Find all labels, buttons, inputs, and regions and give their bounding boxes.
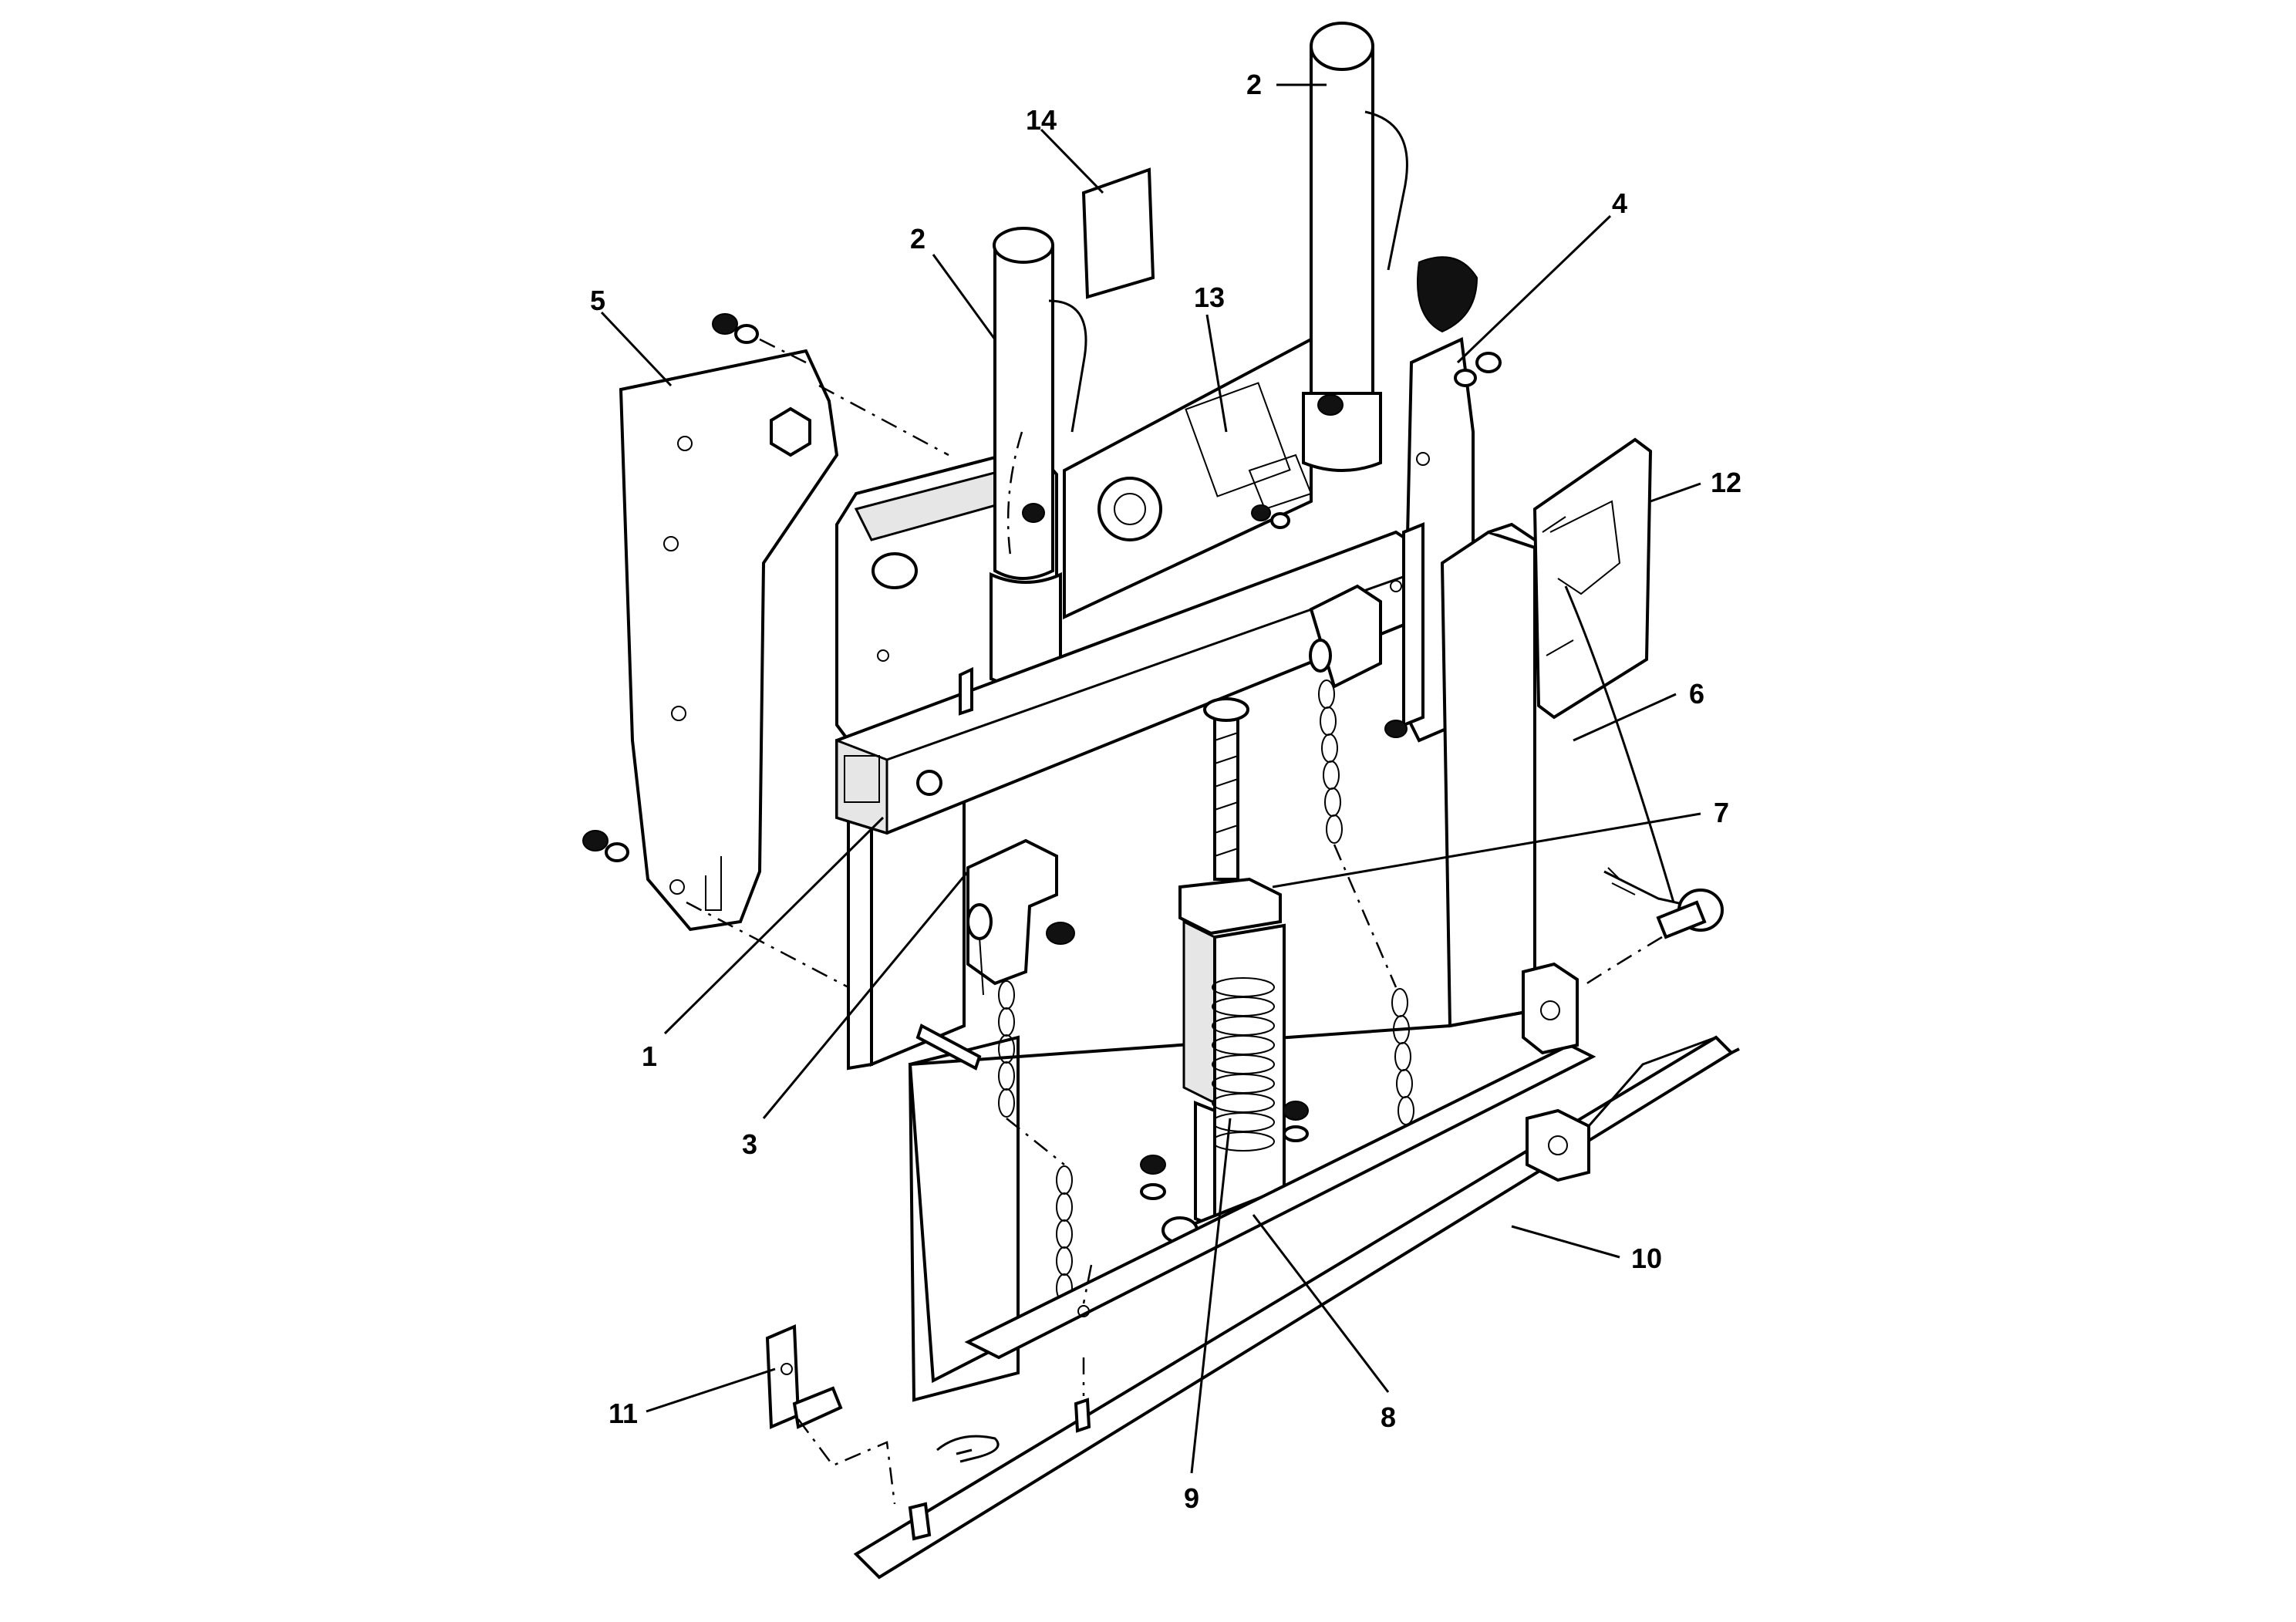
callout-3: 3 [742, 1128, 757, 1160]
assembly-drawing [582, 22, 1740, 1580]
l-bracket [765, 1324, 896, 1505]
callout-13: 13 [1194, 282, 1225, 313]
callout-labels: 1 2 2 3 4 5 6 7 8 9 10 11 12 13 14 [590, 69, 1741, 1514]
callout-14: 14 [1026, 104, 1057, 136]
side-bracket-plate [582, 313, 949, 989]
callout-1: 1 [642, 1040, 657, 1072]
leader-lines [600, 83, 1701, 1474]
callout-9: 9 [1184, 1482, 1199, 1514]
left-chain [915, 838, 1075, 1303]
clip-plate [1532, 437, 1724, 989]
callout-6: 6 [1689, 678, 1704, 710]
bottom-base-bar [853, 1035, 1740, 1580]
tall-spring-pin [1302, 22, 1478, 472]
callout-8: 8 [1381, 1401, 1396, 1433]
callout-10: 10 [1631, 1243, 1662, 1274]
callout-5: 5 [590, 285, 605, 316]
callout-4: 4 [1612, 187, 1627, 219]
hairpin-clip [936, 1435, 1000, 1463]
upright-base-plate [964, 962, 1596, 1360]
short-spring-pin [990, 227, 1087, 688]
callout-2a: 2 [910, 223, 925, 255]
decal-14 [1081, 167, 1155, 299]
screw-jack [1140, 697, 1345, 1244]
center-plate [1022, 336, 1313, 620]
callout-7: 7 [1714, 797, 1729, 828]
callout-12: 12 [1711, 467, 1741, 498]
callout-11: 11 [609, 1398, 638, 1429]
right-chain [1309, 584, 1414, 1125]
callout-2b: 2 [1246, 69, 1262, 100]
